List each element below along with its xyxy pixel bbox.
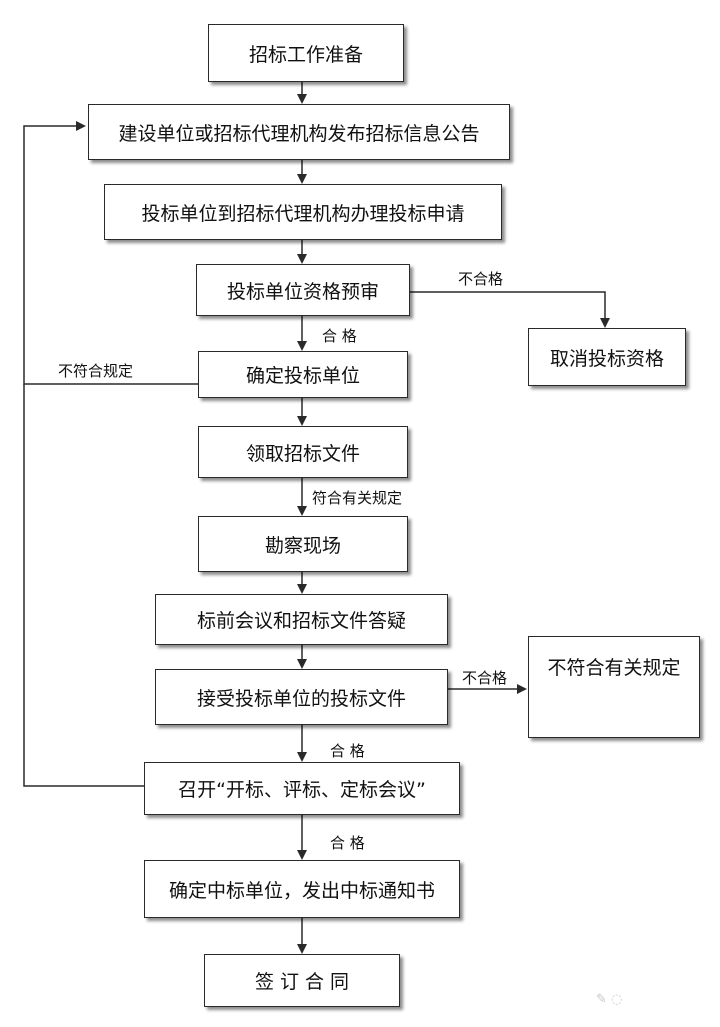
node-get-docs-text: 领取招标文件 (245, 442, 360, 465)
node-winner: 确定中标单位，发出中标通知书 (144, 860, 460, 918)
label-not-compliant: 不符合规定 (58, 362, 134, 380)
node-receive-text: 接受投标单位的投标文件 (196, 687, 406, 710)
node-announce-text: 建设单位或招标代理机构发布招标信息公告 (118, 122, 480, 145)
node-cancel: 取消投标资格 (528, 328, 686, 386)
node-prequal: 投标单位资格预审 (196, 264, 410, 316)
node-receive: 接受投标单位的投标文件 (155, 669, 448, 725)
node-noncompliant: 不符合有关规定 (528, 636, 700, 738)
node-determine: 确定投标单位 (198, 351, 408, 398)
node-announce: 建设单位或招标代理机构发布招标信息公告 (88, 104, 510, 160)
node-prepare: 招标工作准备 (208, 24, 404, 82)
node-pre-meeting: 标前会议和招标文件答疑 (155, 594, 448, 645)
feedback-loop-arrow (23, 121, 198, 385)
node-survey: 勘察现场 (198, 516, 408, 572)
node-get-docs: 领取招标文件 (198, 426, 408, 478)
node-apply-text: 投标单位到招标代理机构办理投标申请 (141, 202, 465, 225)
label-compliant: 符合有关规定 (312, 489, 403, 507)
node-noncompliant-text: 不符合有关规定 (547, 657, 681, 679)
label-fail-2: 不合格 (462, 669, 508, 687)
label-pass-3: 合 格 (330, 834, 365, 852)
node-prepare-text: 招标工作准备 (248, 43, 363, 66)
node-pre-meeting-text: 标前会议和招标文件答疑 (196, 610, 406, 632)
node-determine-text: 确定投标单位 (245, 365, 360, 387)
label-fail-1: 不合格 (458, 270, 504, 288)
node-meeting: 召开“开标、评标、定标会议” (144, 762, 460, 815)
label-pass-2: 合 格 (330, 742, 365, 760)
node-meeting-text: 召开“开标、评标、定标会议” (178, 779, 426, 801)
node-winner-text: 确定中标单位，发出中标通知书 (168, 879, 435, 902)
watermark-icon: ✎ ◌ (596, 992, 623, 1007)
node-prequal-text: 投标单位资格预审 (226, 280, 379, 303)
node-contract-text: 签 订 合 同 (254, 971, 350, 993)
node-cancel-text: 取消投标资格 (549, 347, 664, 370)
arrow-prequal-to-cancel (410, 291, 610, 328)
node-survey-text: 勘察现场 (264, 534, 341, 557)
label-pass-1: 合 格 (322, 327, 357, 345)
node-apply: 投标单位到招标代理机构办理投标申请 (104, 184, 502, 240)
node-contract: 签 订 合 同 (204, 954, 400, 1007)
meeting-loop-line (23, 384, 144, 787)
